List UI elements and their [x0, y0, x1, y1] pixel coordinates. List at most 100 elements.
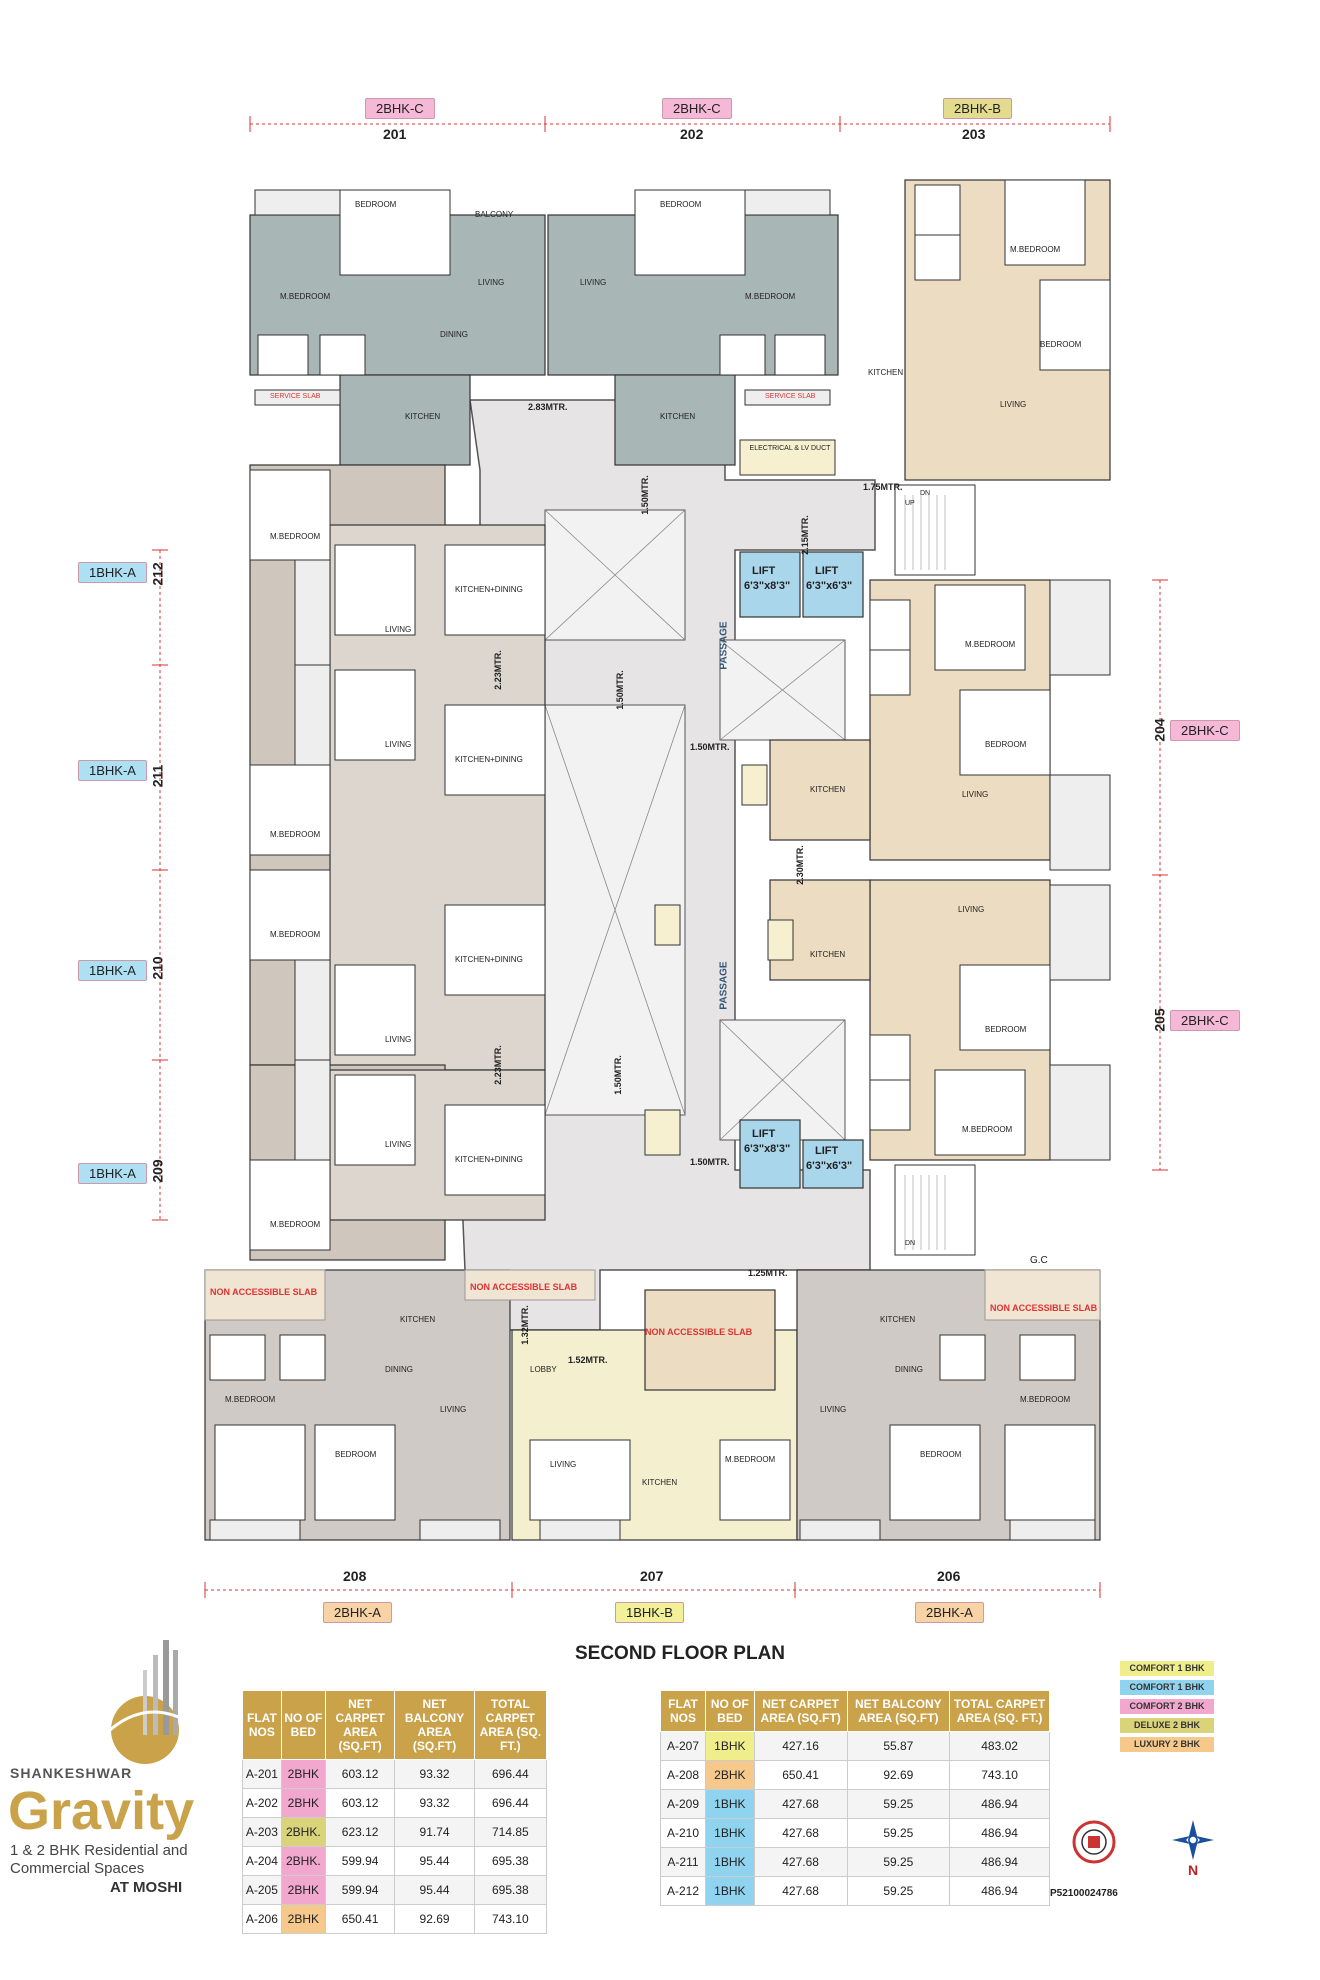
balcony-cell: 55.87 [846, 1731, 951, 1761]
total-cell: 696.44 [473, 1788, 548, 1818]
floor-plan: PASSAGE PASSAGE LIFT 6'3"x8'3" LIFT 6'3"… [78, 98, 1240, 1623]
balcony-cell: 91.74 [394, 1817, 475, 1847]
flat-cell: A-205 [242, 1875, 282, 1905]
room-kitchen-203: KITCHEN [868, 368, 904, 377]
flat-cell: A-201 [242, 1759, 282, 1789]
room-lobby-207: LOBBY [530, 1365, 557, 1374]
area-table-right: FLAT NOS NO OF BED NET CARPET AREA (SQ.F… [660, 1690, 1050, 1906]
carpet-cell: 427.68 [753, 1818, 848, 1848]
staircase-bottom [894, 1164, 976, 1256]
tag-202-type: 2BHK-C [662, 98, 732, 119]
flat-201: 201 [383, 126, 407, 142]
balcony-cell: 59.25 [846, 1847, 951, 1877]
room-dining-208: DINING [385, 1365, 413, 1374]
gc-label: G.C [1030, 1255, 1048, 1266]
carpet-cell: 427.68 [753, 1789, 848, 1819]
service-slab-2: SERVICE SLAB [765, 393, 816, 400]
tag-209-type: 1BHK-A [78, 1163, 147, 1184]
staircase-top [894, 484, 976, 576]
lift-1 [739, 551, 801, 618]
non-accessible-slab-4: NON ACCESSIBLE SLAB [990, 1303, 1098, 1313]
logo-name: Gravity [8, 1781, 195, 1841]
room-living-201: LIVING [478, 278, 505, 287]
stair-dn-top: DN [920, 490, 931, 497]
dim-230: 2.30MTR. [794, 845, 805, 885]
dim-150-d: 1.50MTR. [612, 1055, 623, 1095]
total-cell: 486.94 [949, 1847, 1050, 1877]
col-flat-nos: FLAT NOS [242, 1690, 282, 1760]
room-mbedroom-205: M.BEDROOM [962, 1125, 1013, 1134]
room-mbedroom-206: M.BEDROOM [1020, 1395, 1071, 1404]
dim-150-b: 1.50MTR. [690, 1157, 730, 1167]
legend-item-5: LUXURY 2 BHK [1120, 1737, 1214, 1752]
balcony-cell: 92.69 [846, 1760, 951, 1790]
room-bedroom-201: BEDROOM [355, 200, 397, 209]
lift-2-size: 6'3"x6'3" [806, 580, 853, 592]
lift-2-label: LIFT [815, 565, 839, 577]
tag-211-type: 1BHK-A [78, 760, 147, 781]
total-cell: 695.38 [473, 1875, 548, 1905]
bed-cell: 1BHK [705, 1847, 755, 1877]
room-mbedroom-207: M.BEDROOM [725, 1455, 776, 1464]
dim-150-a: 1.50MTR. [690, 742, 730, 752]
room-kitchen-204: KITCHEN [810, 785, 846, 794]
room-living-206: LIVING [820, 1405, 847, 1414]
flat-204: 204 [1151, 718, 1168, 742]
room-kitchen-205: KITCHEN [810, 950, 846, 959]
carpet-cell: 603.12 [324, 1759, 396, 1789]
flat-cell: A-207 [660, 1731, 706, 1761]
flat-cell: A-209 [660, 1789, 706, 1819]
lift-2 [802, 551, 864, 618]
col-net-carpet: NET CARPET AREA (SQ.FT) [753, 1690, 848, 1732]
flat-203: 203 [962, 126, 986, 142]
room-balcony-201: BALCONY [475, 210, 514, 219]
unit-202-kitchen [614, 374, 736, 466]
bed-cell: 2BHK. [280, 1846, 326, 1876]
compass-north-label: N [1188, 1862, 1199, 1878]
col-net-balcony: NET BALCONY AREA (SQ.FT) [846, 1690, 951, 1732]
gravity-logo-graphic [109, 1640, 186, 1764]
dim-223-b: 2.23MTR. [492, 1045, 503, 1085]
non-accessible-slab-3: NON ACCESSIBLE SLAB [645, 1327, 753, 1337]
total-cell: 743.10 [473, 1904, 548, 1934]
lift-3 [739, 1119, 801, 1189]
tag-203-type: 2BHK-B [943, 98, 1012, 119]
room-kitchen-dining-209: KITCHEN+DINING [455, 1155, 523, 1164]
legend-item-4: DELUXE 2 BHK [1120, 1718, 1214, 1733]
total-cell: 486.94 [949, 1789, 1050, 1819]
carpet-cell: 427.16 [753, 1731, 848, 1761]
room-living-211: LIVING [385, 740, 412, 749]
flat-206: 206 [937, 1568, 961, 1584]
legend-item-1: COMFORT 1 BHK [1120, 1661, 1214, 1676]
bed-cell: 2BHK [705, 1760, 755, 1790]
room-bedroom-203: BEDROOM [1040, 340, 1082, 349]
dim-125: 1.25MTR. [748, 1268, 788, 1278]
flat-207: 207 [640, 1568, 664, 1584]
total-cell: 695.38 [473, 1846, 548, 1876]
room-living-212: LIVING [385, 625, 412, 634]
room-mbedroom-211: M.BEDROOM [270, 830, 321, 839]
tag-201-type: 2BHK-C [365, 98, 435, 119]
passage-label-1: PASSAGE [718, 621, 730, 670]
room-kitchen-dining-210: KITCHEN+DINING [455, 955, 523, 964]
col-net-carpet: NET CARPET AREA (SQ.FT) [324, 1690, 396, 1760]
stair-up-top: UP [905, 500, 915, 507]
flat-209: 209 [149, 1159, 166, 1183]
flat-cell: A-212 [660, 1876, 706, 1906]
room-mbedroom-202: M.BEDROOM [745, 292, 796, 301]
col-no-of-bed: NO OF BED [280, 1690, 326, 1760]
carpet-cell: 427.68 [753, 1876, 848, 1906]
dim-150-c: 1.50MTR. [614, 670, 625, 710]
compass-icon [1172, 1820, 1214, 1860]
rera-seal-icon [1072, 1820, 1116, 1864]
dim-215: 2.15MTR. [799, 515, 810, 555]
flat-cell: A-206 [242, 1904, 282, 1934]
tag-207-type: 1BHK-B [615, 1602, 684, 1623]
